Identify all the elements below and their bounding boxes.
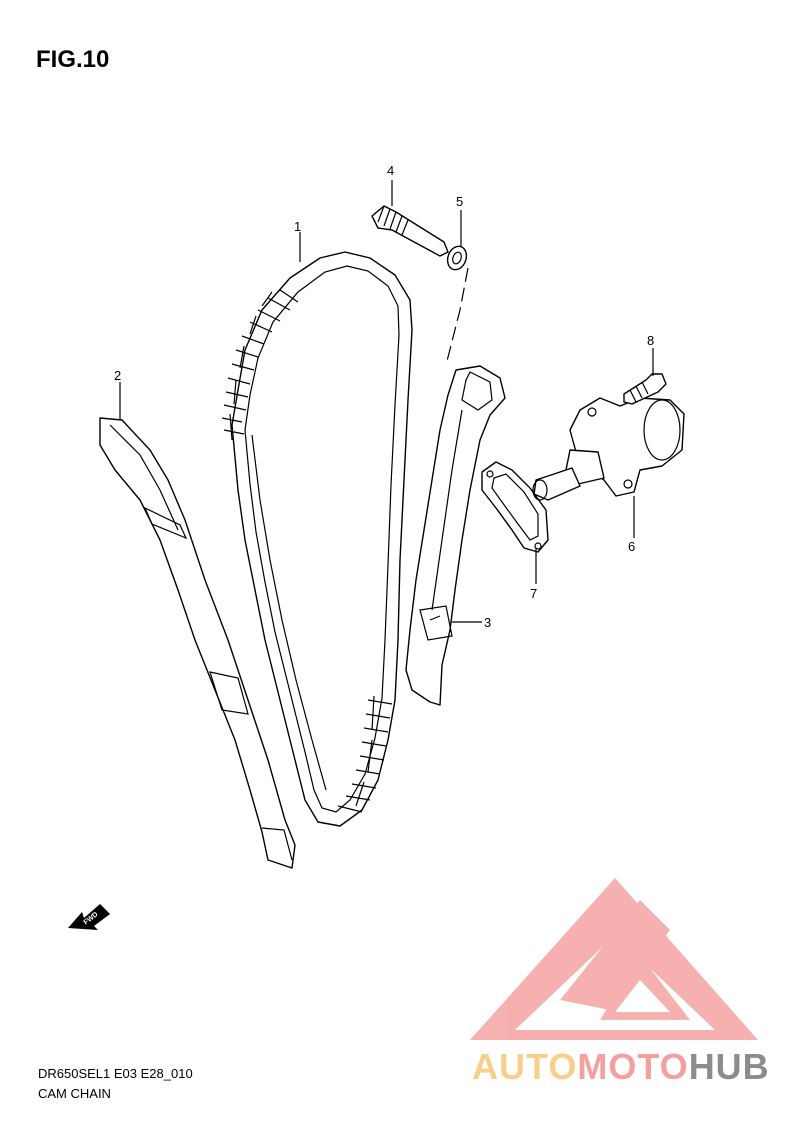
footer: DR650SEL1 E03 E28_010 CAM CHAIN bbox=[38, 1064, 193, 1104]
figure-title: FIG.10 bbox=[36, 46, 110, 73]
chain-guide-tensioner bbox=[405, 365, 506, 706]
diagram-code: DR650SEL1 E03 E28_010 bbox=[38, 1066, 193, 1081]
washer bbox=[446, 245, 468, 271]
callout-5: 5 bbox=[456, 194, 463, 209]
tensioner-adjuster bbox=[532, 397, 685, 501]
gasket bbox=[481, 461, 549, 553]
callout-2: 2 bbox=[114, 368, 121, 383]
callout-4: 4 bbox=[387, 163, 394, 178]
callout-8: 8 bbox=[647, 333, 654, 348]
brand-part-hub: HUB bbox=[688, 1046, 770, 1087]
watermark-brand: AUTOMOTOHUB bbox=[472, 1046, 770, 1088]
callout-6: 6 bbox=[628, 539, 635, 554]
callout-1: 1 bbox=[294, 219, 301, 234]
small-bolt bbox=[623, 373, 667, 405]
brand-part-moto: MOTO bbox=[577, 1046, 689, 1087]
diagram-caption: CAM CHAIN bbox=[38, 1086, 111, 1101]
cam-chain bbox=[221, 251, 413, 827]
watermark-logo bbox=[470, 878, 758, 1040]
fwd-arrow-icon: FWD bbox=[68, 904, 110, 930]
brand-part-auto: AUTO bbox=[472, 1046, 578, 1087]
bolt bbox=[371, 205, 449, 257]
chain-guide-front bbox=[99, 417, 296, 869]
callout-3: 3 bbox=[484, 615, 491, 630]
callout-7: 7 bbox=[530, 586, 537, 601]
